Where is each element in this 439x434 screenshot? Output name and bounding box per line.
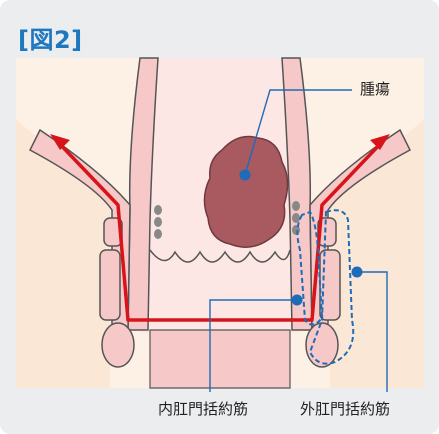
external-sphincter-left-upper (100, 250, 120, 320)
tumor-label: 腫瘍 (360, 78, 390, 99)
anal-glands-right (292, 201, 300, 235)
internal-sphincter-label: 内肛門括約筋 (158, 398, 248, 419)
subcutaneous-sphincter-right (306, 323, 338, 367)
anal-glands-left (154, 205, 162, 239)
subcutaneous-sphincter-left (102, 323, 134, 367)
anal-canal (150, 330, 290, 388)
external-sphincter-label: 外肛門括約筋 (300, 398, 390, 419)
